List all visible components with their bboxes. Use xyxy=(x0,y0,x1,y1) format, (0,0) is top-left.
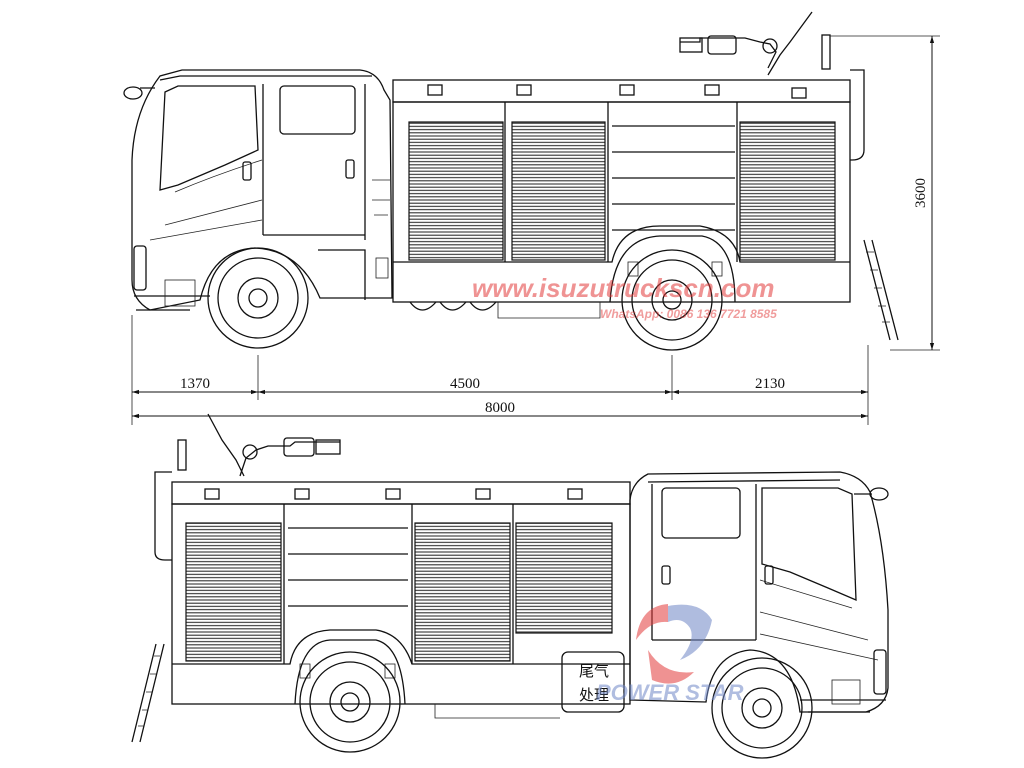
side-view-right xyxy=(131,413,889,759)
rear-wheel-top xyxy=(621,249,723,351)
dim-overall-length: 8000 xyxy=(485,400,515,416)
side-view-left xyxy=(123,11,899,351)
dim-rear-overhang: 2130 xyxy=(755,376,785,392)
exhaust-panel-label-line2: 处理 xyxy=(579,686,609,704)
body-top xyxy=(392,34,899,341)
water-cannon-top xyxy=(679,11,813,76)
front-wheel-bottom xyxy=(711,657,813,759)
cab-top xyxy=(123,69,393,311)
power-star-logo xyxy=(636,604,712,684)
watermark-contact: WhatsApp: 0086 136 7721 8585 xyxy=(600,307,777,321)
dim-front-overhang: 1370 xyxy=(180,376,210,392)
dim-wheelbase: 4500 xyxy=(450,376,480,392)
front-wheel-top xyxy=(207,247,309,349)
exhaust-panel-label-line1: 尾气 xyxy=(579,662,609,680)
body-bottom xyxy=(131,439,631,743)
watermark-brand: POWER STAR xyxy=(596,680,744,705)
water-cannon-bottom xyxy=(207,413,341,477)
dim-overall-height: 3600 xyxy=(913,178,929,208)
dimension-lines xyxy=(131,35,940,425)
cab-bottom xyxy=(629,471,889,713)
watermark-url: www.isuzutruckscn.com xyxy=(472,273,774,303)
rear-wheel-bottom xyxy=(299,651,401,753)
